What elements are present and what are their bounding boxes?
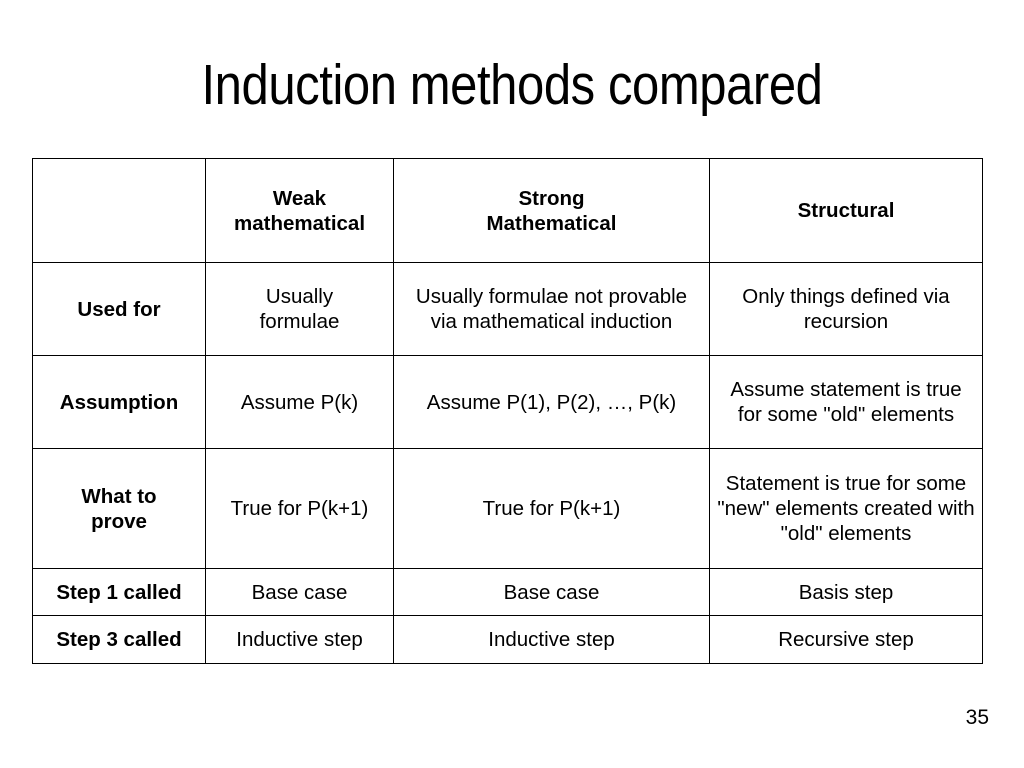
row-label-what-to-prove-line1: What to — [81, 484, 157, 508]
table-row: What to prove True for P(k+1) True for P… — [32, 448, 983, 569]
induction-comparison-table: Weak mathematical Strong Mathematical St… — [32, 158, 983, 664]
cell-step-1-strong: Base case — [393, 568, 710, 616]
cell-used-for-strong: Usually formulae not provable via mathem… — [393, 262, 710, 356]
cell-what-to-prove-structural: Statement is true for some "new" element… — [709, 448, 983, 569]
cell-step-1-weak: Base case — [205, 568, 394, 616]
cell-used-for-weak-line1: Usually — [265, 285, 334, 308]
table-row: Assumption Assume P(k) Assume P(1), P(2)… — [32, 355, 983, 449]
column-header-strong-line2: Mathematical — [486, 211, 617, 235]
column-header-weak-line1: Weak — [272, 186, 327, 210]
column-header-structural: Structural — [709, 158, 983, 263]
cell-step-3-structural: Recursive step — [709, 615, 983, 664]
cell-used-for-weak: Usually formulae — [205, 262, 394, 356]
column-header-strong-line1: Strong — [518, 186, 585, 210]
cell-assumption-strong: Assume P(1), P(2), …, P(k) — [393, 355, 710, 449]
page-title: Induction methods compared — [201, 53, 823, 117]
cell-assumption-structural: Assume statement is true for some "old" … — [709, 355, 983, 449]
cell-used-for-weak-line2: formulae — [259, 310, 340, 333]
column-header-strong-mathematical: Strong Mathematical — [393, 158, 710, 263]
table-corner-cell — [32, 158, 206, 263]
table-header-row: Weak mathematical Strong Mathematical St… — [32, 158, 983, 263]
cell-used-for-structural: Only things defined via recursion — [709, 262, 983, 356]
column-header-weak-mathematical: Weak mathematical — [205, 158, 394, 263]
row-label-used-for: Used for — [32, 262, 206, 356]
cell-what-to-prove-weak: True for P(k+1) — [205, 448, 394, 569]
cell-step-3-strong: Inductive step — [393, 615, 710, 664]
table-row: Used for Usually formulae Usually formul… — [32, 262, 983, 356]
cell-assumption-weak: Assume P(k) — [205, 355, 394, 449]
row-label-what-to-prove: What to prove — [32, 448, 206, 569]
table-row: Step 1 called Base case Base case Basis … — [32, 568, 983, 616]
row-label-step-1-called: Step 1 called — [32, 568, 206, 616]
slide-page-number: 35 — [965, 706, 989, 729]
cell-what-to-prove-strong: True for P(k+1) — [393, 448, 710, 569]
row-label-step-3-called: Step 3 called — [32, 615, 206, 664]
table-row: Step 3 called Inductive step Inductive s… — [32, 615, 983, 664]
cell-step-3-weak: Inductive step — [205, 615, 394, 664]
row-label-assumption: Assumption — [32, 355, 206, 449]
row-label-what-to-prove-line2: prove — [91, 509, 147, 533]
column-header-weak-line2: mathematical — [233, 211, 366, 235]
cell-step-1-structural: Basis step — [709, 568, 983, 616]
